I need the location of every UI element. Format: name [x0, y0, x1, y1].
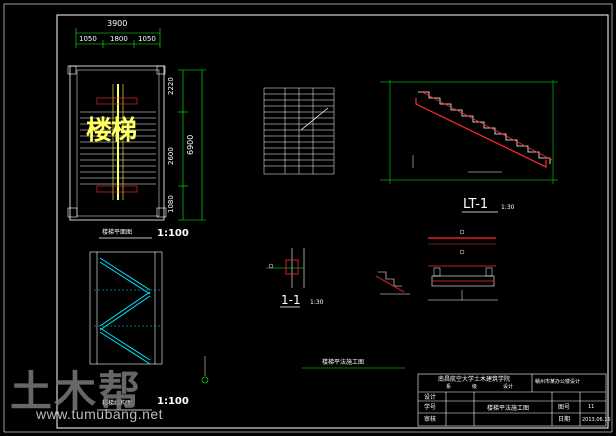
- elev-title: 楼梯结构图: [102, 400, 133, 407]
- stair-big-label: 楼梯: [86, 116, 137, 146]
- tb-drawing-name: 楼梯平法施工图: [487, 405, 530, 412]
- width-1050-left: 1050: [79, 35, 97, 43]
- top-dimension: [75, 28, 161, 48]
- width-1050-right: 1050: [138, 35, 156, 43]
- dim-2600: 2600: [167, 147, 175, 165]
- elev-flight-line: [99, 327, 151, 361]
- lt1-stair-section: [380, 80, 558, 184]
- plan-title: 楼梯平面图: [102, 229, 133, 236]
- watermark-logo: 土木帮: [10, 367, 143, 416]
- lt1-title: LT-1: [463, 197, 489, 212]
- tb-label-review: 审核: [424, 416, 437, 423]
- tb-label-design: 设计: [424, 394, 437, 401]
- tb-school: 南昌航空大学土木建筑学院: [438, 376, 511, 383]
- rebar-grid-detail: [263, 87, 335, 175]
- tb-row1-b: 级: [472, 384, 478, 390]
- tb-label-id: 学号: [424, 404, 437, 411]
- lt1-scale: 1:30: [501, 204, 515, 211]
- tb-sheet-no-value: 11: [588, 404, 595, 410]
- stair-elevation-view: [89, 251, 163, 365]
- elev-flight-line: [99, 257, 151, 291]
- plan-scale: 1:100: [157, 228, 189, 239]
- section-title: 1-1: [281, 293, 301, 307]
- tb-row1-c: 设计: [503, 384, 514, 390]
- width-1800: 1800: [110, 35, 128, 43]
- stair-plan-view: [67, 65, 167, 221]
- sheet-caption: 楼梯平法施工图: [322, 359, 365, 366]
- tb-date-value: 2013.06.15: [582, 417, 611, 423]
- dim-1080: 1080: [167, 195, 175, 213]
- sheet-inner-frame: [56, 14, 609, 429]
- elev-scale: 1:100: [157, 396, 189, 407]
- watermark-url: www.tumubang.net: [36, 406, 164, 422]
- elev-flight-line: [99, 331, 151, 365]
- section-1-1: [266, 248, 305, 288]
- elev-flight-line: [99, 295, 151, 331]
- tb-sheet-no-label: 图号: [558, 404, 571, 411]
- elev-flight-line: [99, 261, 151, 295]
- tb-project: 赣州市某办公楼设计: [535, 379, 581, 385]
- dim-6900: 6900: [186, 134, 195, 155]
- section-scale: 1:30: [310, 299, 324, 306]
- dim-2220: 2220: [167, 77, 175, 95]
- tb-date-label: 日期: [558, 416, 571, 423]
- elev-flight-line: [99, 291, 151, 327]
- tb-row1-a: 系: [446, 384, 452, 390]
- overall-width-label: 3900: [107, 19, 128, 28]
- rebar-detail: [428, 229, 498, 301]
- sheet-outer-frame: [3, 3, 613, 433]
- plan-right-dimension: [178, 69, 206, 221]
- title-block-frame: [417, 373, 607, 427]
- small-stair-detail: [375, 271, 410, 295]
